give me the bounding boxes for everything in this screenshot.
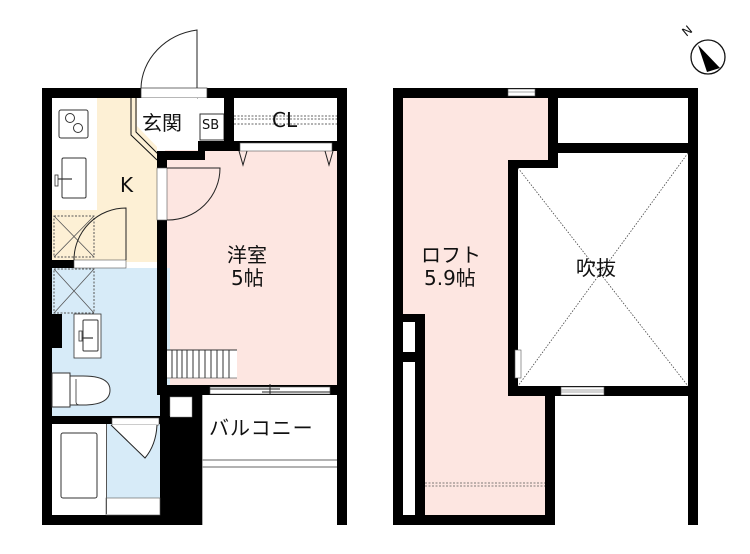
storage-x-box-2 bbox=[53, 268, 95, 314]
kitchen-label: K bbox=[120, 173, 134, 197]
balcony-label: バルコニー bbox=[209, 416, 314, 440]
entrance-label: 玄関 bbox=[142, 111, 182, 135]
western-room-size: 5帖 bbox=[231, 266, 264, 290]
void-label: 吹抜 bbox=[576, 256, 616, 280]
void-cross bbox=[517, 152, 689, 387]
shoe-box-label: SB bbox=[202, 118, 220, 133]
north-arrow-icon bbox=[690, 39, 726, 75]
loft-name: ロフト bbox=[421, 243, 481, 267]
closet-label: CL bbox=[272, 108, 298, 132]
western-room-name: 洋室 bbox=[227, 243, 267, 267]
loft-floor-plan bbox=[393, 88, 698, 525]
stairs bbox=[167, 349, 237, 379]
loft-size: 5.9帖 bbox=[424, 266, 476, 290]
first-floor-plan bbox=[42, 29, 347, 525]
western-room-area bbox=[165, 150, 338, 385]
